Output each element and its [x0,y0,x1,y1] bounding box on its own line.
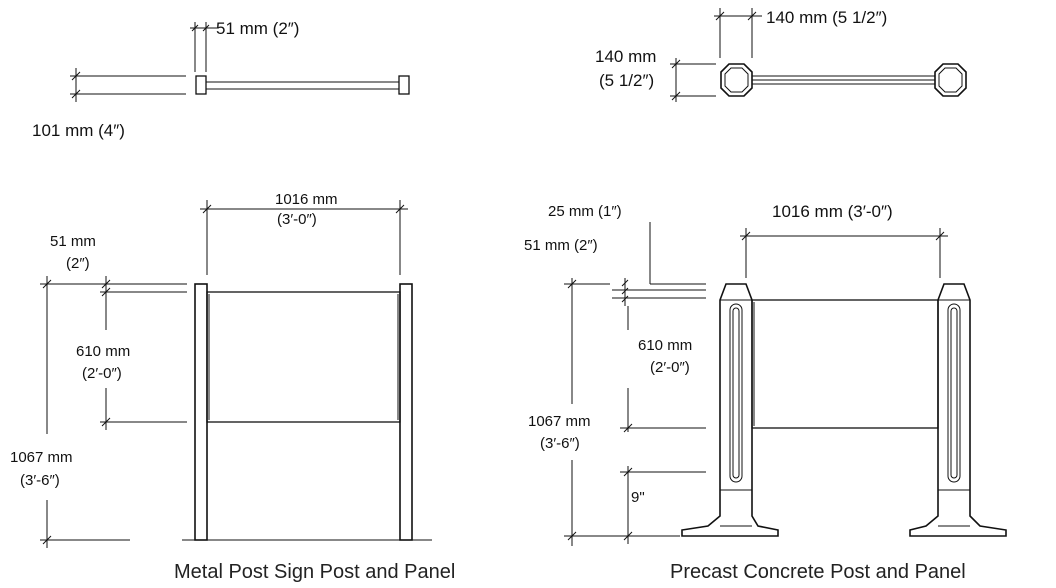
metal-panel-label-1: 610 mm [76,343,130,360]
metal-plan-view: 51 mm (2″) 101 mm (4″) [32,19,410,140]
concrete-height-label-1: 1067 mm [528,413,591,430]
concrete-panel-label-2: (2′-0″) [650,359,690,376]
concrete-caption: Precast Concrete Post and Panel [670,561,966,583]
metal-sign-panel [206,291,401,423]
metal-post-left [194,283,208,541]
concrete-panel-label-1: 610 mm [638,337,692,354]
metal-plan-panel [205,81,400,90]
metal-plan-post-left [195,75,207,95]
metal-caption: Metal Post Sign Post and Panel [174,561,455,583]
metal-plan-width-label: 51 mm (2″) [216,19,299,38]
metal-plan-depth-label: 101 mm (4″) [32,121,125,140]
metal-height-label-1: 1067 mm [10,449,73,466]
concrete-plan-post-left [720,63,753,97]
concrete-height-label-2: (3′-6″) [540,435,580,452]
metal-panel-label-2: (2′-0″) [82,365,122,382]
concrete-cap-label: 25 mm (1″) [548,203,622,220]
metal-gap-label-2: (2″) [66,255,90,272]
metal-gap-label-1: 51 mm [50,233,96,250]
concrete-plan-view: 140 mm (5 1/2″) 140 mm (5 1/2″) [595,8,967,102]
concrete-plan-post-right [934,63,967,97]
concrete-gap-label: 51 mm (2″) [524,237,598,254]
metal-span-label-2: (3′-0″) [277,211,317,228]
metal-height-label-2: (3′-6″) [20,472,60,489]
concrete-base-label: 9" [631,489,645,506]
metal-post-right [399,283,413,541]
metal-plan-post-right [398,75,410,95]
concrete-post-left [681,283,779,537]
concrete-span-label: 1016 mm (3′-0″) [772,202,893,221]
metal-elevation-view: 1016 mm (3′-0″) 51 mm (2″) 610 mm (2′-0″… [10,191,455,583]
metal-span-label-1: 1016 mm [275,191,338,208]
concrete-plan-width-label: 140 mm (5 1/2″) [766,8,887,27]
concrete-elevation-view: 1016 mm (3′-0″) 25 mm (1″) 51 mm (2″) 61… [524,202,1007,583]
concrete-plan-depth-label-1: 140 mm [595,47,656,66]
concrete-plan-depth-label-2: (5 1/2″) [599,71,654,90]
concrete-sign-panel [751,299,939,429]
concrete-post-right [909,283,1007,537]
